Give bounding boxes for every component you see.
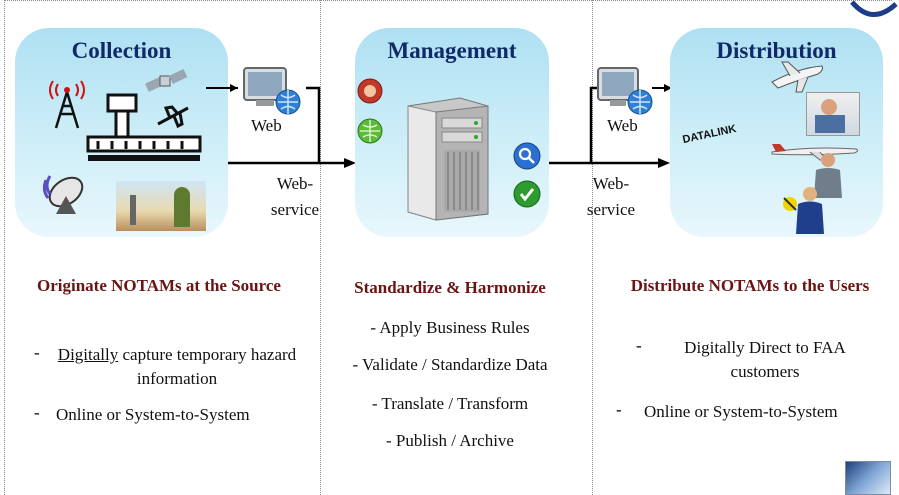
satellite-dish-icon [42,175,84,214]
laptop-user-icon [806,92,860,136]
satellite-icon [145,68,188,92]
distribution-bullet-2: - [616,400,622,419]
collection-item-1-text: capture temporary hazard information [118,345,297,388]
left-webservice-label: Web- service [270,174,320,219]
airplane-icon [157,105,189,129]
right-webservice-label: Web- service [586,174,636,219]
left-web-label: Web [251,116,282,135]
swoosh-icon [850,0,898,17]
right-web-label: Web [607,116,638,135]
collection-item-2: Online or System-to-System [56,405,250,424]
left-border [4,0,5,495]
collection-heading: Originate NOTAMs at the Source [37,276,281,295]
management-item-3: - Translate / Transform [371,394,529,413]
monitor-globe-icon [597,67,653,115]
person-icon [814,153,842,198]
pilot-icon [771,61,823,93]
photo-icon [116,181,206,231]
collection-bullet-1: - [34,343,40,362]
server-rack-icon [407,97,489,221]
distribution-item-1: Digitally Direct to FAA customers [684,338,846,381]
management-title: Management [387,38,517,63]
management-item-4: - Publish / Archive [386,431,514,450]
collection-title: Collection [71,38,172,63]
distribution-heading: Distribute NOTAMs to the Users [630,276,870,295]
ground-crew-icon [783,187,824,234]
management-heading: Standardize & Harmonize [354,278,546,297]
top-border [4,0,892,1]
jet-icon [771,144,859,161]
management-item-2: - Validate / Standardize Data [352,355,548,374]
distribution-title: Distribution [716,38,837,63]
distribution-item-2: Online or System-to-System [644,402,838,421]
management-item-1: - Apply Business Rules [370,318,530,337]
column-divider-2 [592,0,593,495]
distribution-bullet-1: - [636,336,642,355]
search-icon [513,142,541,170]
column-divider-1 [320,0,321,495]
collection-item-1: Digitally capture temporary hazard infor… [46,343,308,391]
logo-icon [845,461,891,495]
monitor-globe-icon [243,67,301,115]
check-icon [513,180,541,208]
digitally-underline: Digitally [57,345,119,364]
antenna-tower-icon [49,80,85,129]
control-tower-icon [86,93,202,161]
settings-icon [357,78,383,104]
globe-icon [357,118,383,144]
collection-bullet-2: - [34,403,40,422]
